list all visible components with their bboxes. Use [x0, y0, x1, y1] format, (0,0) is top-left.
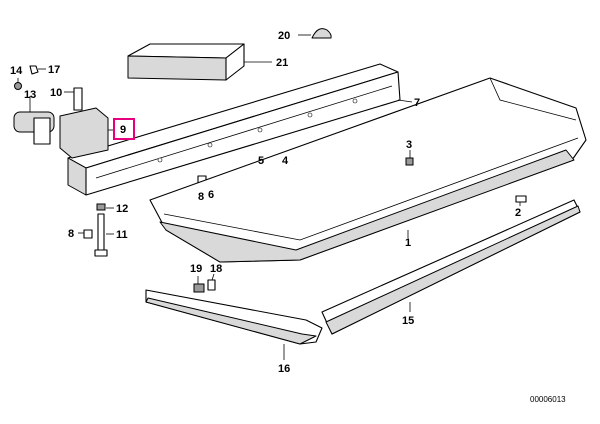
part-20-cap — [298, 28, 332, 39]
callout-15: 15 — [402, 315, 414, 327]
callout-11: 11 — [116, 229, 128, 241]
callout-5: 5 — [258, 155, 264, 167]
part-8-screw-left — [78, 229, 93, 239]
callout-8a: 8 — [198, 191, 204, 203]
callout-10: 10 — [50, 87, 62, 99]
callout-18: 18 — [210, 263, 222, 275]
part-9-bracket — [59, 107, 114, 159]
part-11-bolt — [94, 213, 114, 257]
part-19-grommet — [193, 276, 205, 293]
callout-17: 17 — [48, 64, 60, 76]
callout-1: 1 — [405, 237, 411, 249]
callout-12: 12 — [116, 203, 128, 215]
callout-3: 3 — [406, 139, 412, 151]
part-15-trim — [321, 199, 581, 335]
callout-6: 6 — [208, 189, 214, 201]
part-16-trim — [145, 289, 323, 360]
callout-9[interactable]: 9 — [120, 124, 126, 136]
callout-13: 13 — [24, 89, 36, 101]
part-2-screw — [515, 195, 527, 206]
callout-20: 20 — [278, 30, 290, 42]
callout-14: 14 — [10, 65, 23, 77]
callout-8b: 8 — [68, 228, 74, 240]
callout-16: 16 — [278, 363, 290, 375]
part-1-bumper — [149, 77, 587, 263]
part-7-carrier — [67, 63, 413, 196]
part-13-bracket — [13, 65, 55, 145]
part-10-bolt — [64, 87, 83, 111]
callout-19: 19 — [190, 263, 202, 275]
reference-number: 00006013 — [530, 395, 566, 404]
callout-2: 2 — [515, 207, 521, 219]
part-21-box — [127, 43, 272, 81]
callout-7: 7 — [414, 97, 420, 109]
part-3-screw — [405, 150, 414, 166]
callout-4: 4 — [282, 155, 289, 167]
callout-21: 21 — [276, 57, 288, 69]
part-18-grommet — [207, 273, 216, 291]
part-12-nut — [96, 203, 114, 211]
callout-9-highlight[interactable]: 9 — [113, 118, 135, 140]
